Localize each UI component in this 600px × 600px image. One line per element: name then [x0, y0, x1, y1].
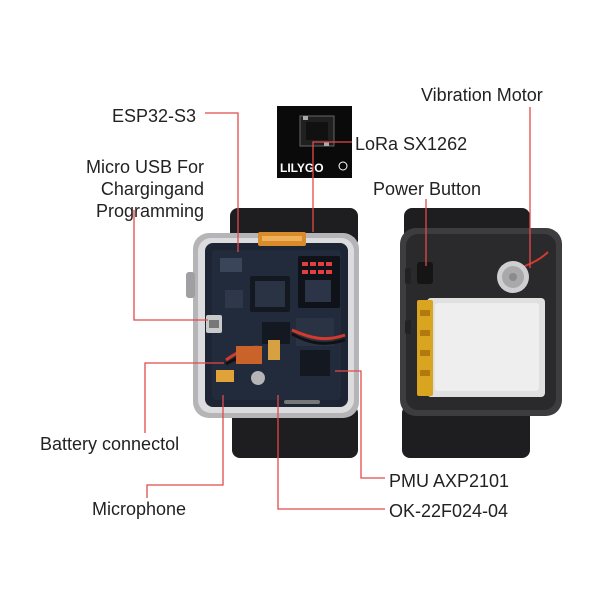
label-ok-part: OK-22F024-04 — [389, 501, 509, 521]
power-button — [417, 262, 433, 284]
leader-lora — [312, 141, 352, 232]
battery-connector — [216, 370, 234, 382]
strap-bottom-left — [232, 405, 358, 458]
strap-bottom-right — [402, 405, 530, 458]
watch-back — [400, 208, 562, 458]
label-lora: LoRa SX1262 — [355, 134, 468, 154]
brand-logo: LILYGO — [280, 161, 324, 175]
leader-pmu — [335, 370, 385, 479]
crown — [186, 272, 195, 298]
label-battery-connector: Battery connectol — [40, 434, 180, 454]
leader-microphone — [146, 395, 224, 498]
label-power-button: Power Button — [373, 179, 482, 199]
watch-front — [186, 208, 359, 458]
label-micro-usb: Micro USB For Chargingand Programming — [85, 157, 204, 221]
label-pmu: PMU AXP2101 — [389, 471, 510, 491]
leader-lines — [133, 107, 531, 510]
label-microphone: Microphone — [92, 499, 187, 519]
leader-esp32 — [205, 112, 239, 252]
leader-usb — [133, 210, 208, 321]
leader-battery — [144, 362, 224, 433]
label-vibration-motor: Vibration Motor — [421, 85, 543, 105]
label-esp32: ESP32-S3 — [112, 106, 197, 126]
leader-ok — [277, 395, 385, 510]
